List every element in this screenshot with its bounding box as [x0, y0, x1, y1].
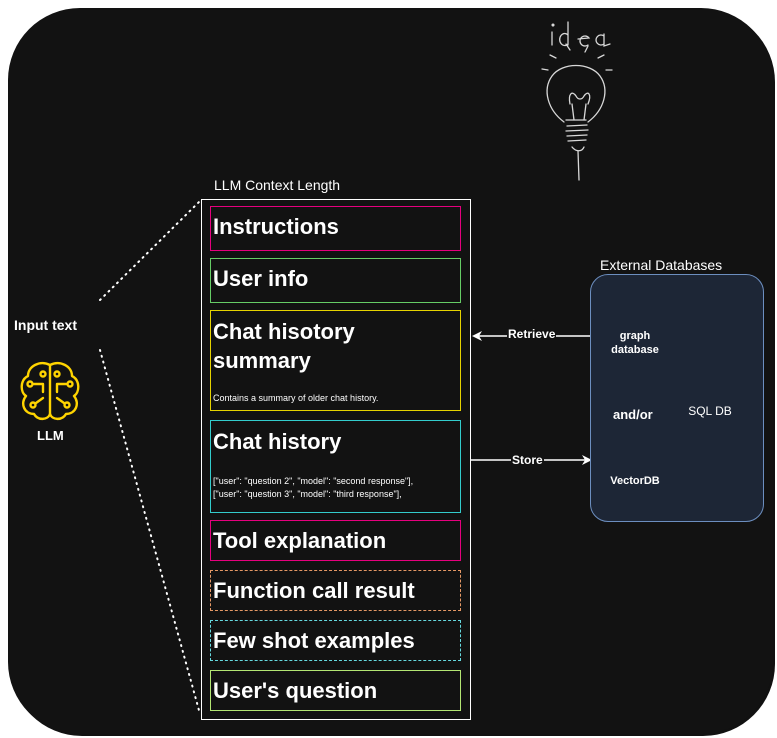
tool-explanation-block: Tool explanation: [210, 520, 461, 561]
tool-explanation-label: Tool explanation: [213, 528, 387, 553]
users-question-block: User's question: [210, 670, 461, 711]
chat-history-line-1: ["user": "question 2", "model": "second …: [213, 476, 414, 486]
retrieve-label: Retrieve: [507, 327, 557, 341]
sql-db-label: SQL DB: [688, 404, 732, 418]
input-to-context-bottom-line: [99, 349, 201, 715]
instructions-label: Instructions: [213, 214, 339, 239]
light-bulb-icon: [541, 21, 613, 181]
chat-history-line-2: ["user": "question 3", "model": "third r…: [213, 489, 402, 499]
graph-database-label-line1: graph: [619, 330, 651, 342]
chat-history-summary-block: Chat hisotory summary Contains a summary…: [210, 310, 461, 411]
chat-summary-label-line1: Chat hisotory: [213, 319, 355, 344]
function-call-result-block: Function call result: [210, 570, 461, 611]
user-info-label: User info: [213, 266, 309, 291]
external-databases-title: External Databases: [600, 257, 723, 273]
chat-summary-label-line2: summary: [213, 348, 311, 373]
graph-database-label-line2: database: [611, 344, 659, 356]
instructions-block: Instructions: [210, 206, 461, 251]
graph-database-label: graph database: [605, 329, 665, 357]
context-length-title: LLM Context Length: [214, 177, 341, 193]
user-info-block: User info: [210, 258, 461, 303]
store-label: Store: [511, 453, 544, 467]
llm-label: LLM: [37, 428, 64, 443]
brain-circuit-icon: [20, 362, 80, 421]
chat-history-block: Chat history ["user": "question 2", "mod…: [210, 420, 461, 513]
external-databases-container: [590, 274, 764, 522]
and-or-label: and/or: [613, 407, 653, 422]
input-to-context-top-line: [99, 199, 202, 301]
chat-history-label: Chat history: [213, 429, 342, 454]
chat-summary-note: Contains a summary of older chat history…: [213, 393, 379, 403]
vector-db-label: VectorDB: [610, 475, 660, 487]
function-call-result-label: Function call result: [213, 578, 415, 603]
users-question-label: User's question: [213, 678, 378, 703]
few-shot-examples-block: Few shot examples: [210, 620, 461, 661]
input-text-label: Input text: [14, 317, 77, 333]
context-window-box: [201, 199, 471, 720]
few-shot-examples-label: Few shot examples: [213, 628, 415, 653]
